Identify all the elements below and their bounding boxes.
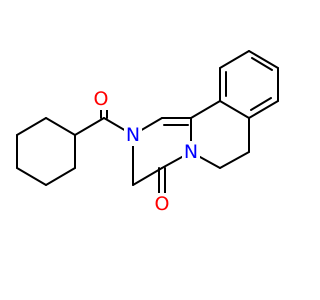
molecule-diagram: O N N O [16,50,279,215]
atom-symbol: N [126,124,140,146]
bond [248,100,279,119]
atom-symbol: N [184,141,198,163]
atom-symbol: O [94,88,109,110]
bond [45,117,76,136]
bond [248,50,279,69]
bond [190,100,221,119]
structure-canvas: O N N O [16,50,279,215]
bond [16,167,47,186]
bond [219,151,250,169]
bond [74,117,105,136]
atom-label-n2: N [182,141,200,163]
bond [16,117,47,136]
bond [132,167,163,186]
atom-label-n1: N [124,124,142,146]
bond [251,57,273,71]
atom-label-o2: O [153,193,171,215]
bond [219,100,250,119]
atom-symbol: O [155,193,170,215]
bond [219,50,250,69]
atom-label-o1: O [92,88,110,110]
bond [45,167,76,186]
bond [250,97,272,111]
